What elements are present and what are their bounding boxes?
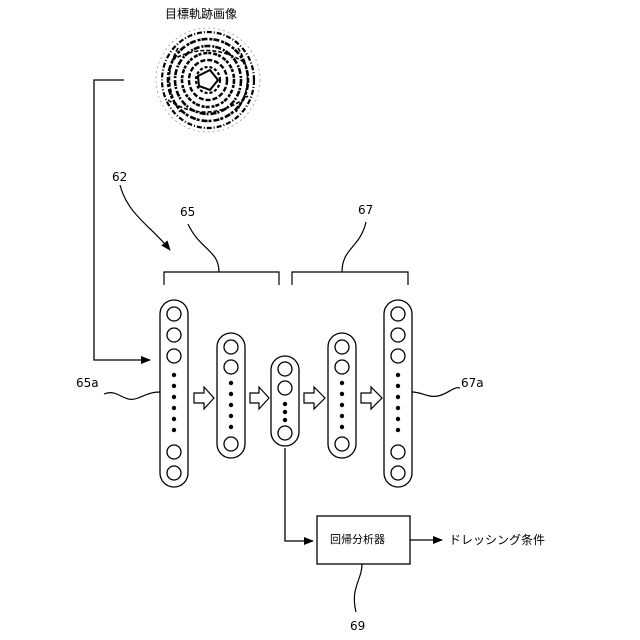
output-layer-leader [412,388,460,397]
label-67: 67 [358,203,373,217]
decoder-bracket [292,272,408,285]
encoder-leader [188,224,219,272]
flow-arrow-2 [250,387,269,409]
flow-arrow-3 [304,387,325,409]
bottleneck-layer [271,356,299,446]
hidden-layer-4 [328,333,356,458]
input-layer-leader [104,392,160,399]
flow-arrow-4 [361,387,382,409]
label-65a: 65a [76,376,99,390]
label-65: 65 [180,205,195,219]
analyzer-leader [354,564,362,612]
target-trajectory-image [156,28,260,132]
layer-flow-arrows [194,387,382,409]
flow-arrow-1 [194,387,214,409]
network-leader-arrow [120,185,170,250]
input-layer [160,300,188,487]
decoder-leader [342,222,366,272]
hidden-layer-2 [217,333,245,458]
label-69: 69 [350,619,365,633]
output-layer [384,300,412,487]
label-67a: 67a [461,376,484,390]
encoder-bracket [164,272,279,285]
regression-analyzer-label: 回帰分析器 [330,533,385,547]
dressing-conditions-label: ドレッシング条件 [449,533,545,547]
label-62: 62 [112,170,127,184]
latent-arrow [285,448,313,541]
image-title: 目標軌跡画像 [165,7,237,21]
